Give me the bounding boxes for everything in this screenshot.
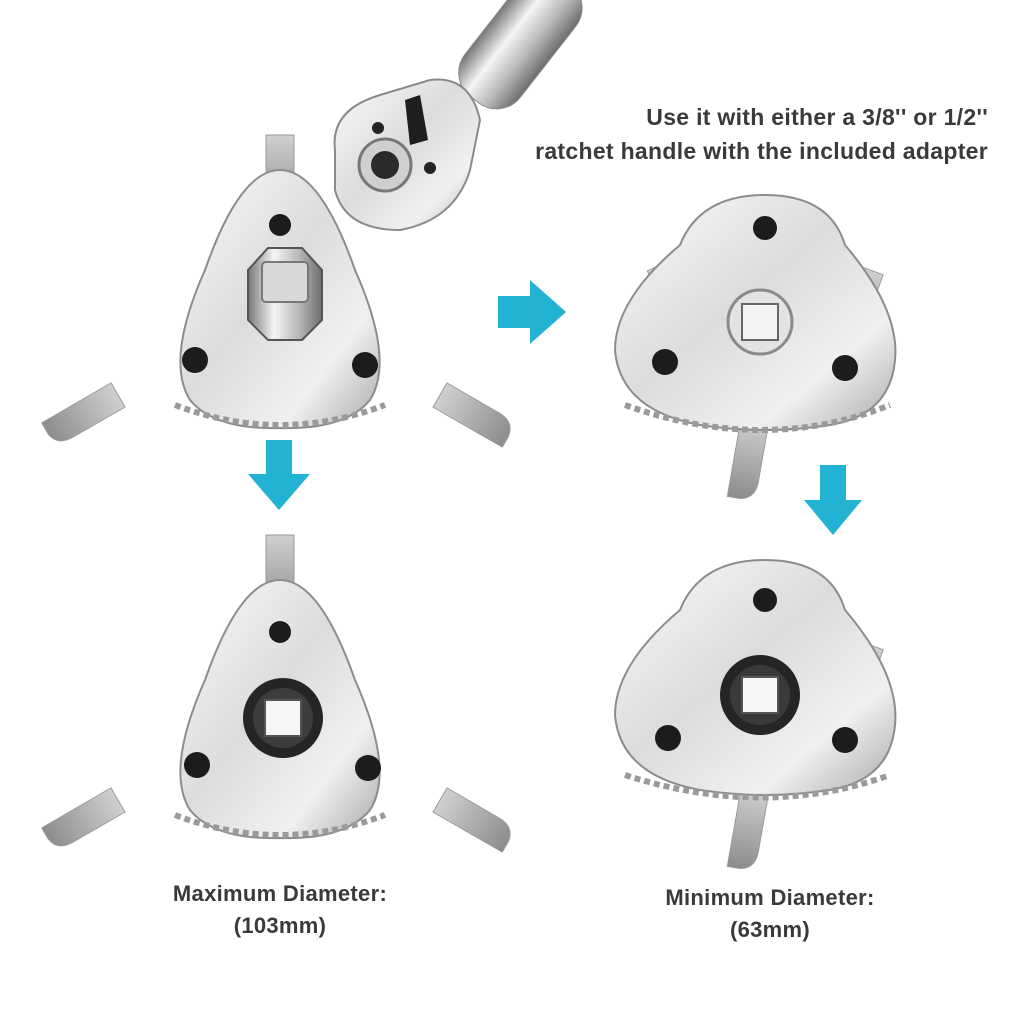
usage-caption: Use it with either a 3/8'' or 1/2'' ratc… <box>468 100 988 168</box>
arrow-down-icon <box>248 440 310 510</box>
usage-caption-line-2: ratchet handle with the included adapter <box>535 138 988 164</box>
maximum-diameter-value: (103mm) <box>233 913 327 938</box>
filter-wrench-icon <box>613 193 897 502</box>
filter-wrench-icon <box>613 558 897 872</box>
filter-wrench-icon <box>41 534 517 853</box>
minimum-diameter-label: Minimum Diameter: <box>665 885 875 910</box>
minimum-diameter-value: (63mm) <box>729 917 811 942</box>
arrow-down-icon <box>804 465 862 535</box>
filter-wrench-icon <box>41 134 517 448</box>
ratchet-handle-icon <box>333 0 583 232</box>
maximum-diameter-caption: Maximum Diameter: (103mm) <box>150 878 410 942</box>
usage-caption-line-1: Use it with either a 3/8'' or 1/2'' <box>646 104 988 130</box>
minimum-diameter-caption: Minimum Diameter: (63mm) <box>640 882 900 946</box>
arrow-right-icon <box>498 280 566 344</box>
maximum-diameter-label: Maximum Diameter: <box>172 881 388 906</box>
